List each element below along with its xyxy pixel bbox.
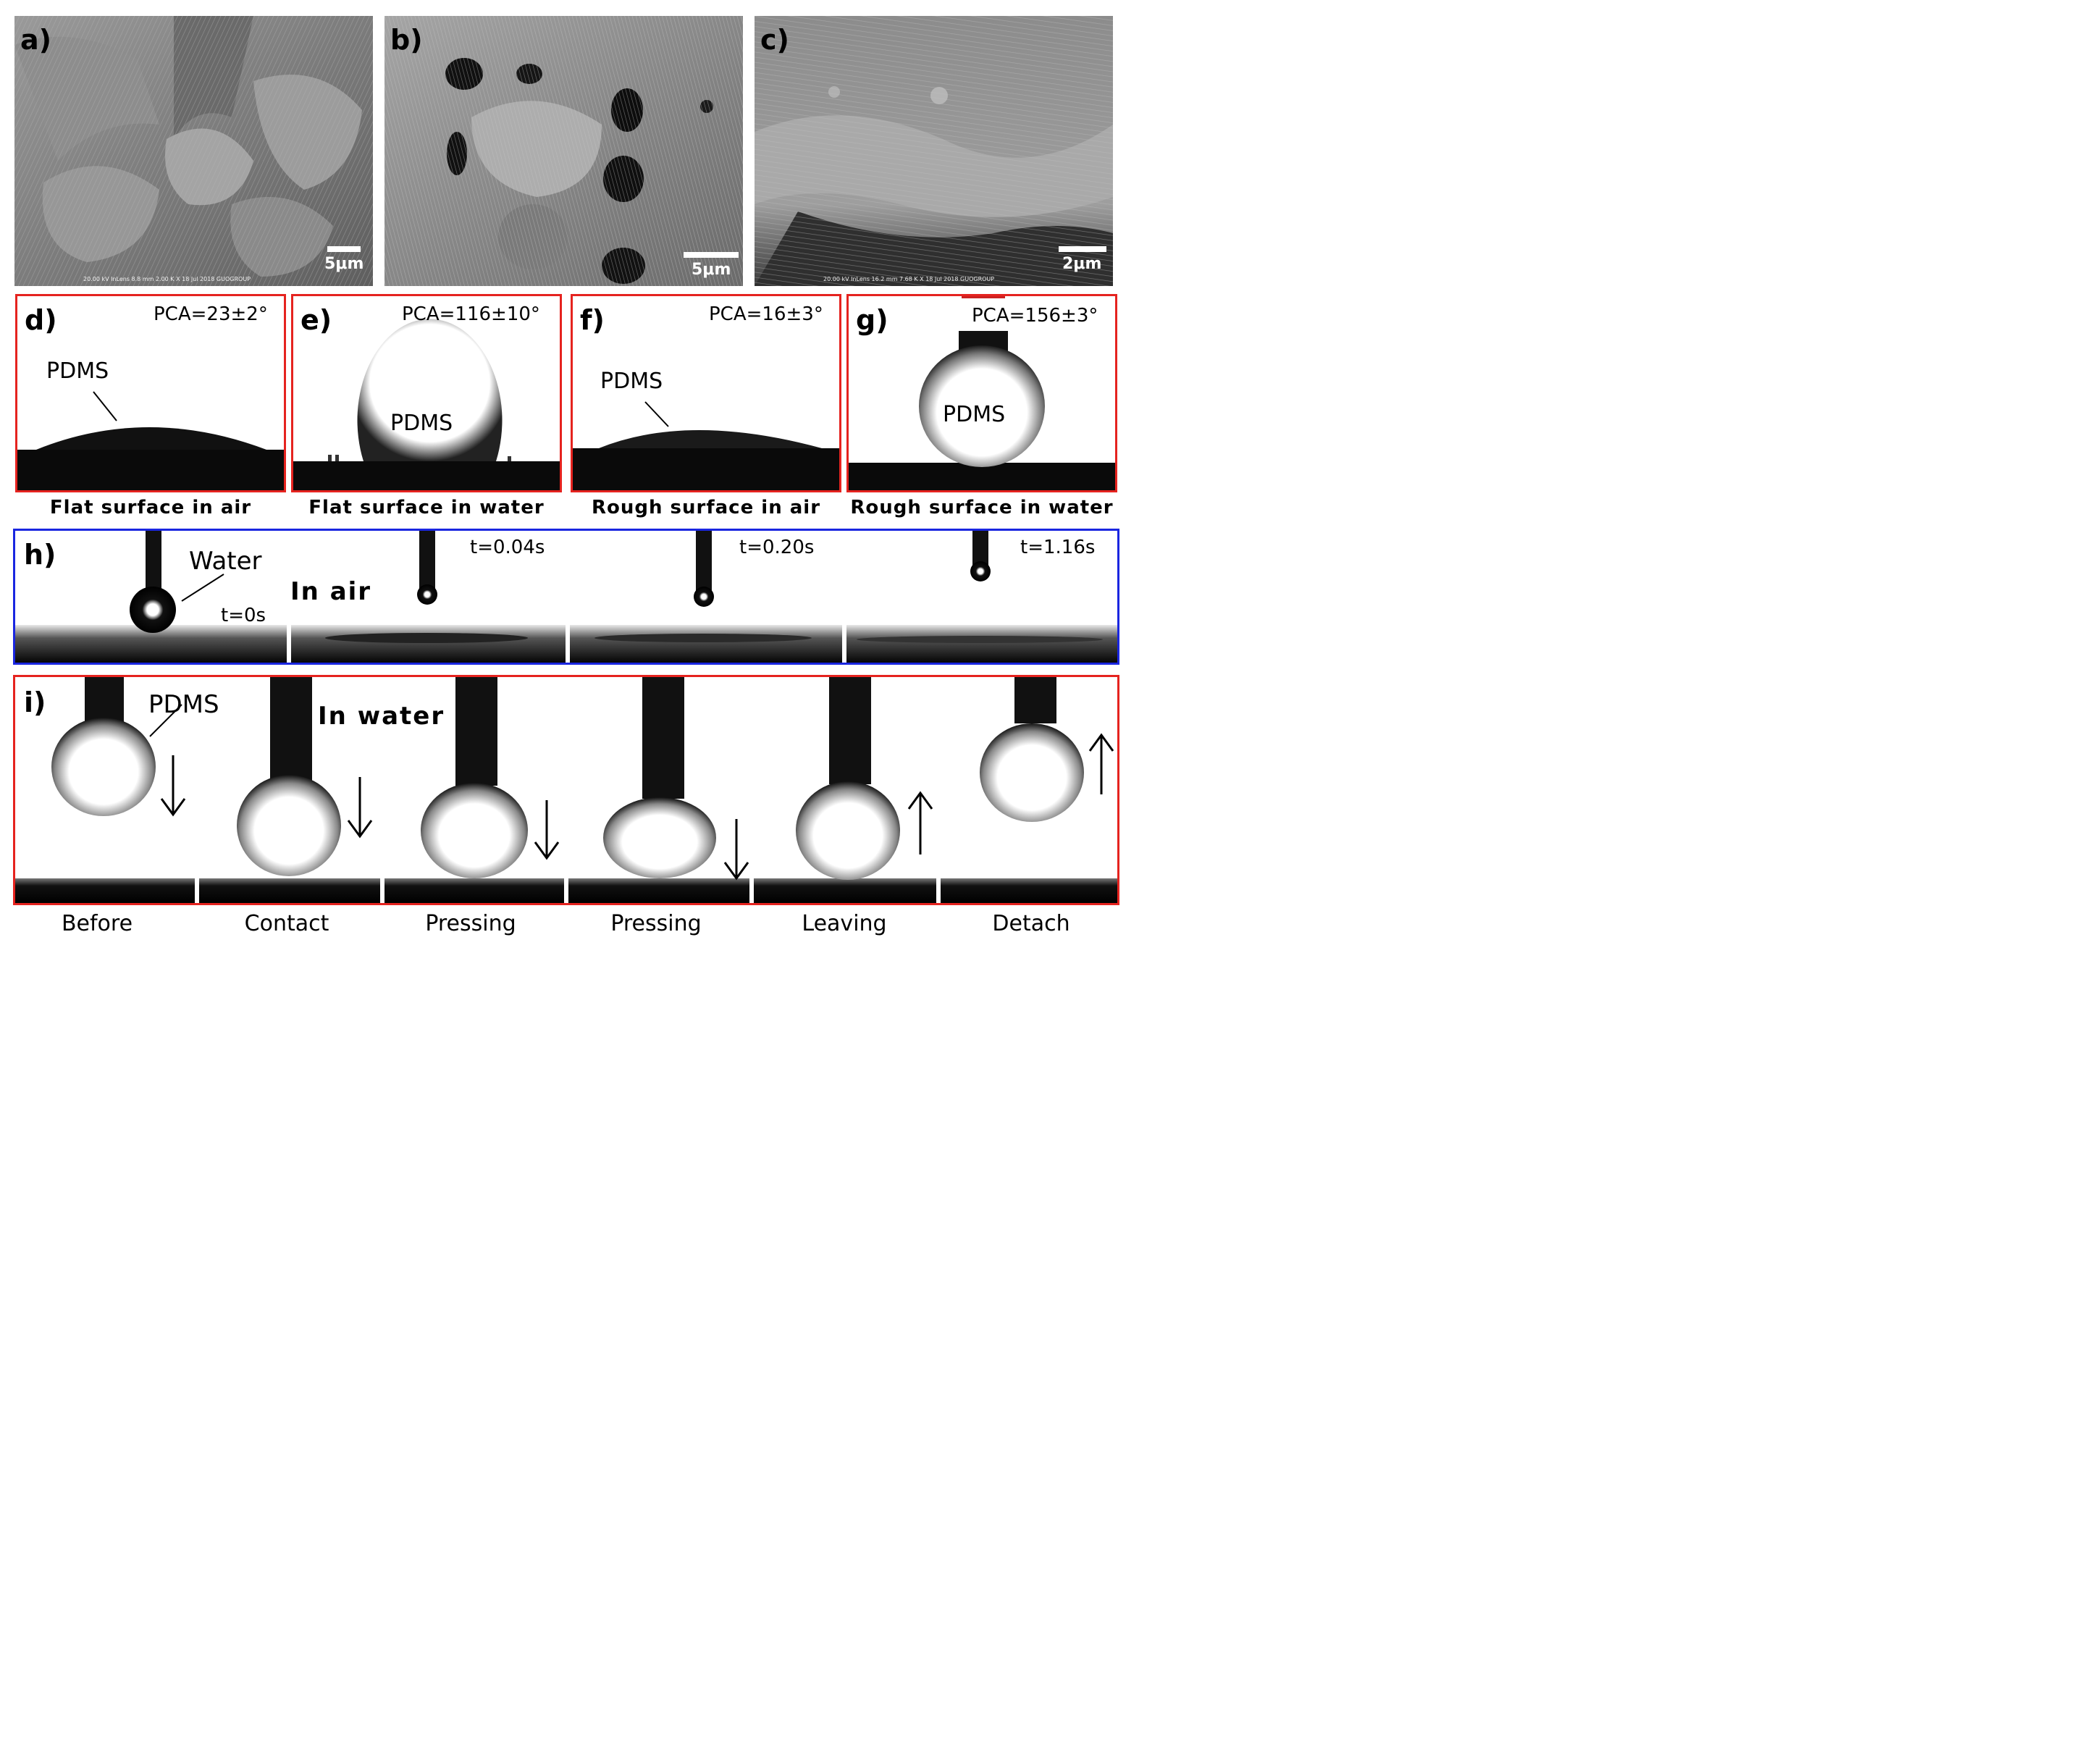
caption-e: Flat surface in water <box>308 497 545 518</box>
stage-label-pressing-1: Pressing <box>425 911 516 936</box>
stage-label-contact: Contact <box>244 911 329 936</box>
sem-image-c <box>755 16 1113 286</box>
liquid-label-water: Water <box>189 547 262 576</box>
panel-i: i) PDMS In water <box>13 675 1119 905</box>
contact-panel-g: g) PCA=156±3° PDMS <box>846 294 1117 492</box>
droplet-image-e <box>293 319 560 490</box>
sem-image-a <box>14 16 373 286</box>
sem-image-b <box>384 16 743 286</box>
panel-label-h: h) <box>24 539 56 571</box>
contact-panel-f: f) PCA=16±3° PDMS <box>571 294 841 492</box>
contact-panel-e: e) PCA=116±10° PDMS <box>291 294 562 492</box>
sem-panel-a: a) 5μm 20.00 kV InLens 8.8 mm 2.00 K X 1… <box>14 16 373 286</box>
pca-value-f: PCA=16±3° <box>709 303 823 325</box>
panel-label-i: i) <box>24 686 46 718</box>
pca-value-g: PCA=156±3° <box>972 305 1098 327</box>
panel-h: h) Water In air t=0s t=0.04s t=0.20s t=1… <box>13 529 1119 665</box>
scale-bar-c <box>1059 246 1106 252</box>
medium-label-air: In air <box>290 577 372 606</box>
panel-label-b: b) <box>390 24 423 56</box>
droplet-label-d: PDMS <box>46 358 109 384</box>
panel-label-g: g) <box>856 304 888 336</box>
water-drop-sequence <box>15 531 1117 663</box>
caption-g: Rough surface in water <box>850 497 1114 518</box>
time-label-0: t=0s <box>221 605 266 626</box>
scale-label-a: 5μm <box>324 255 364 273</box>
scale-label-b: 5μm <box>692 261 731 279</box>
droplet-image-f <box>573 401 839 490</box>
scale-bar-a <box>327 246 361 252</box>
droplet-label-e: PDMS <box>390 411 453 436</box>
pca-value-e: PCA=116±10° <box>402 303 540 325</box>
caption-f: Rough surface in air <box>591 497 821 518</box>
panel-label-c: c) <box>760 24 789 56</box>
contact-panel-d: d) PCA=23±2° PDMS <box>15 294 286 492</box>
stage-label-leaving: Leaving <box>802 911 887 936</box>
pca-value-d: PCA=23±2° <box>154 303 268 325</box>
time-label-2: t=0.20s <box>739 537 815 558</box>
panel-label-a: a) <box>20 24 52 56</box>
liquid-label-pdms: PDMS <box>148 690 219 719</box>
panel-label-f: f) <box>580 304 605 336</box>
time-label-1: t=0.04s <box>470 537 545 558</box>
sem-footer-c: 20.00 kV InLens 16.2 mm 7.68 K X 18 Jul … <box>823 276 995 282</box>
sem-panel-b: b) 5μm <box>384 16 743 286</box>
scale-label-c: 2μm <box>1062 255 1102 273</box>
panel-label-e: e) <box>301 304 332 336</box>
medium-label-water: In water <box>318 702 445 731</box>
time-label-3: t=1.16s <box>1020 537 1096 558</box>
stage-label-pressing-2: Pressing <box>610 911 702 936</box>
pdms-drop-sequence <box>15 677 1117 903</box>
sem-panel-c: c) 2μm 20.00 kV InLens 16.2 mm 7.68 K X … <box>755 16 1113 286</box>
stage-label-before: Before <box>61 911 133 936</box>
panel-label-d: d) <box>25 304 57 336</box>
caption-d: Flat surface in air <box>49 497 252 518</box>
stage-label-detach: Detach <box>992 911 1070 936</box>
droplet-image-g <box>849 296 1115 490</box>
droplet-image-d <box>17 391 284 490</box>
sem-footer-a: 20.00 kV InLens 8.8 mm 2.00 K X 18 Jul 2… <box>83 276 251 282</box>
droplet-label-g: PDMS <box>943 402 1006 427</box>
scale-bar-b <box>684 252 739 258</box>
droplet-label-f: PDMS <box>600 369 663 394</box>
